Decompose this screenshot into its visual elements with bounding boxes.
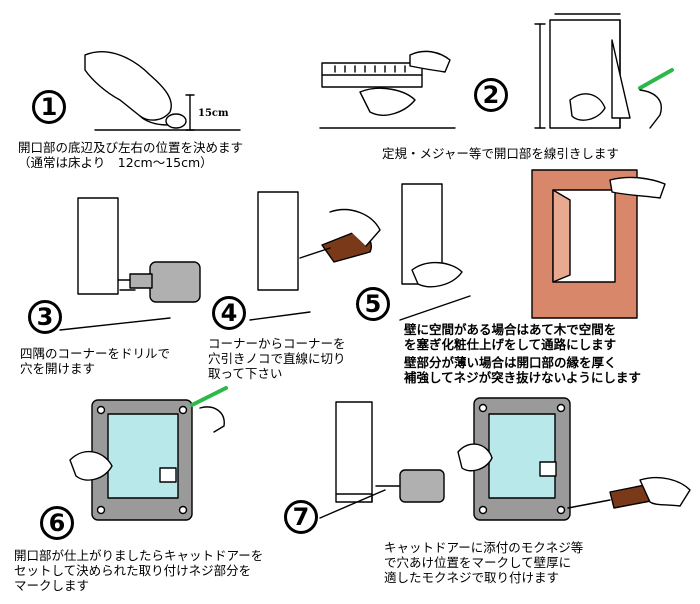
step-number-4: 4 (212, 296, 246, 330)
step2-ruler-icon (319, 13, 674, 129)
step2-caption: 定規・メジャー等で開口部を線引きします (382, 146, 619, 161)
step7-caption: キャットドアーに添付のモクネジ等 で穴あけ位置をマークして壁厚に 適したモクネジ… (384, 540, 584, 585)
height-mark-label: 15cm (198, 108, 229, 119)
step3-caption: 四隅のコーナーをドリルで 穴を開けます (20, 346, 171, 376)
step-number-1: 1 (32, 90, 66, 124)
step1-caption: 開口部の底辺及び左右の位置を決めます （通常は床より 12cm〜15cm） (18, 140, 244, 170)
step-number-7: 7 (284, 500, 318, 534)
step-number-3: 3 (28, 300, 62, 334)
step1-hand-icon (84, 51, 241, 131)
step4-caption: コーナーからコーナーを 穴引きノコで直線に切り 取って下さい (208, 336, 346, 381)
step7-install-icon (319, 397, 691, 521)
step-number-5: 5 (356, 287, 390, 321)
step-number-2: 2 (474, 78, 508, 112)
step6-caption: 開口部が仕上がりましたらキャットドアーを セットして決められた取り付けネジ部分を… (14, 548, 264, 593)
step-number-6: 6 (40, 506, 74, 540)
step3-drill-icon (59, 197, 201, 331)
step4-saw-icon (249, 191, 381, 321)
step5-caption: 壁に空間がある場合はあて木で空間を を塞ぎ化粧仕上げをして通路にします 壁部分が… (404, 322, 641, 385)
step6-door-icon (69, 386, 228, 521)
step5-frame-icon (399, 169, 666, 321)
